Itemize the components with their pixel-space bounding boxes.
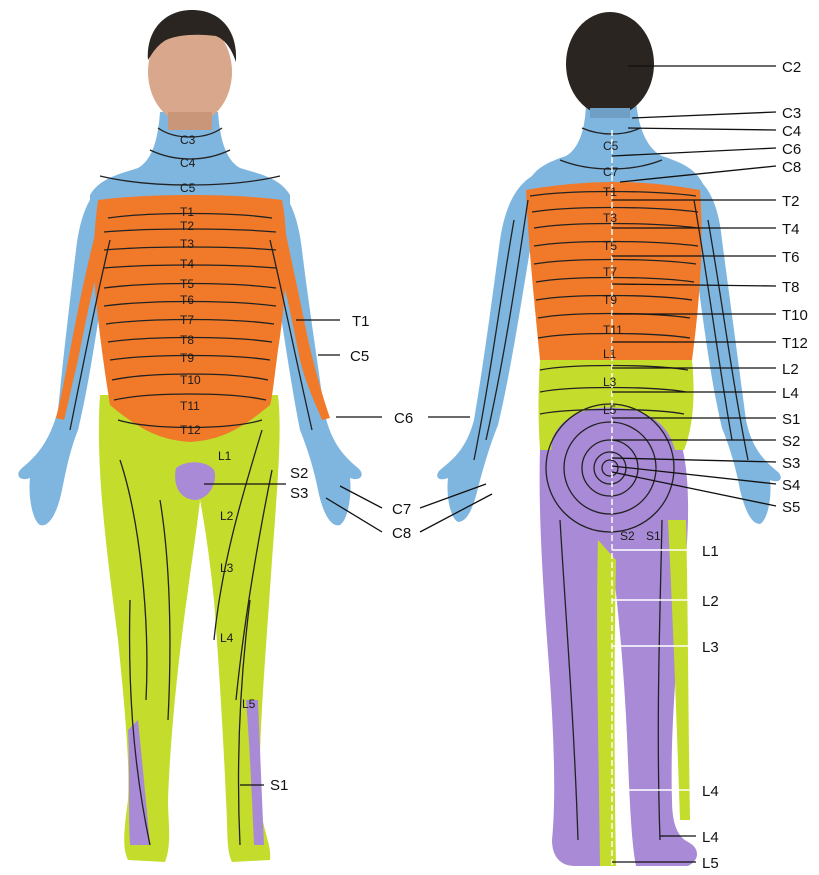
back-callout-foot-l4: L4 <box>702 829 719 846</box>
back-label-s2: S2 <box>620 529 635 543</box>
front-callout-s1: S1 <box>270 777 288 794</box>
front-neck-skin <box>168 112 212 130</box>
front-label-l4: L4 <box>220 631 234 645</box>
back-callout-c8: C8 <box>782 159 801 176</box>
front-callout-s3: S3 <box>290 485 308 502</box>
front-callouts: T1 C5 C6 S2 S3 C7 C8 S1 <box>270 313 413 794</box>
back-label-t5: T5 <box>603 239 617 253</box>
front-label-t6: T6 <box>180 293 194 307</box>
back-callout-s2: S2 <box>782 433 800 450</box>
front-callout-c7: C7 <box>392 501 411 518</box>
back-callout-t8: T8 <box>782 279 800 296</box>
back-callout-l4: L4 <box>782 385 799 402</box>
front-label-t3: T3 <box>180 237 194 251</box>
back-callout-s1: S1 <box>782 411 800 428</box>
back-callout-leg-l2: L2 <box>702 593 719 610</box>
back-callout-c3: C3 <box>782 105 801 122</box>
back-label-t11: T11 <box>603 323 623 337</box>
back-callout-t6: T6 <box>782 249 800 266</box>
back-callout-c2: C2 <box>782 59 801 76</box>
front-label-t1: T1 <box>180 205 194 219</box>
back-callout-foot-l5: L5 <box>702 855 719 870</box>
back-callout-s5: S5 <box>782 499 800 516</box>
front-label-t12: T12 <box>180 423 201 437</box>
back-callout-leg-l1: L1 <box>702 543 719 560</box>
front-label-t10: T10 <box>180 373 201 387</box>
back-callout-s3: S3 <box>782 455 800 472</box>
back-callout-c4: C4 <box>782 123 801 140</box>
back-label-l1: L1 <box>603 347 617 361</box>
back-label-s1: S1 <box>646 529 661 543</box>
back-label-c7: C7 <box>603 165 619 179</box>
back-callout-l2: L2 <box>782 361 799 378</box>
front-label-t8: T8 <box>180 333 194 347</box>
back-callout-t4: T4 <box>782 221 800 238</box>
back-callout-t2: T2 <box>782 193 800 210</box>
front-figure: C3 C4 C5 T1 T2 T3 T4 T5 T6 T7 T8 T9 T10 … <box>18 10 413 862</box>
front-callout-c6: C6 <box>394 410 413 427</box>
front-label-t11: T11 <box>180 399 200 413</box>
front-label-t7: T7 <box>180 313 194 327</box>
back-label-l5: L5 <box>603 403 617 417</box>
back-leg-lumbar-left <box>597 540 616 866</box>
front-label-t2: T2 <box>180 219 194 233</box>
back-head <box>566 12 654 116</box>
front-label-c5: C5 <box>180 181 196 195</box>
front-callout-c8: C8 <box>392 525 411 542</box>
back-label-t3: T3 <box>603 211 617 225</box>
front-label-c3: C3 <box>180 133 196 147</box>
front-label-l1: L1 <box>218 449 232 463</box>
front-callout-t1: T1 <box>352 313 370 330</box>
front-label-l3: L3 <box>220 561 234 575</box>
back-figure: C5 C7 T1 T3 T5 T7 T9 T11 L1 L3 L5 S2 S1 <box>420 12 808 870</box>
back-callout-t12: T12 <box>782 335 808 352</box>
front-label-t9: T9 <box>180 351 194 365</box>
back-callout-c6: C6 <box>782 141 801 158</box>
front-callout-s2: S2 <box>290 465 308 482</box>
back-callout-t10: T10 <box>782 307 808 324</box>
front-label-t4: T4 <box>180 257 194 271</box>
front-label-l2: L2 <box>220 509 234 523</box>
back-label-t7: T7 <box>603 265 617 279</box>
front-callout-c5: C5 <box>350 348 369 365</box>
back-callout-leg-l4: L4 <box>702 783 719 800</box>
back-callout-leg-l3: L3 <box>702 639 719 656</box>
front-label-l5: L5 <box>242 697 256 711</box>
back-label-c5: C5 <box>603 139 619 153</box>
back-label-t9: T9 <box>603 293 617 307</box>
front-label-c4: C4 <box>180 156 196 170</box>
back-label-t1: T1 <box>603 185 617 199</box>
front-label-t5: T5 <box>180 277 194 291</box>
back-callout-s4: S4 <box>782 477 800 494</box>
back-label-l3: L3 <box>603 375 617 389</box>
back-neck-skin <box>590 108 630 118</box>
